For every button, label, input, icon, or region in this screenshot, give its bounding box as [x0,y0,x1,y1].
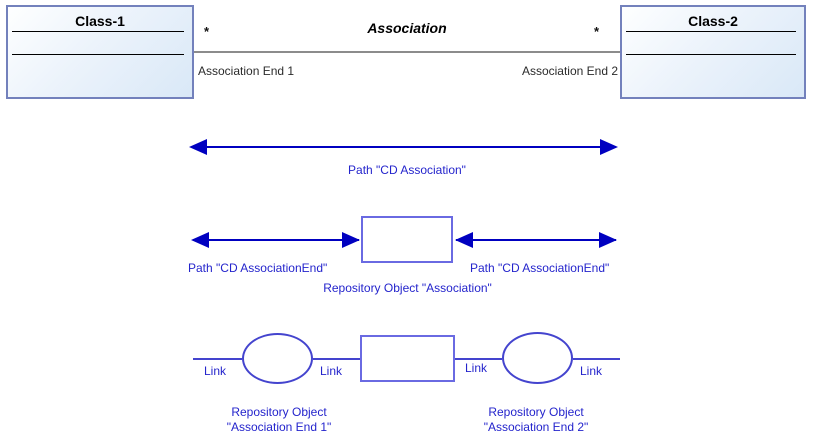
multiplicity-left: * [204,24,210,39]
cd-associationend-right-arrow-line [456,239,616,241]
arrow-head-left-icon [191,232,209,248]
link-label-1: Link [204,364,227,378]
repository-end1-caption: Repository Object "Association End 1" [179,405,379,435]
link-label-3: Link [465,361,488,375]
repository-end2-ellipse [502,332,573,384]
repository-association-rect-bottom [360,335,455,382]
class2-box: Class-2 [620,5,806,99]
repository-end2-caption-line1: Repository Object [488,405,584,419]
association-end1-label: Association End 1 [198,64,295,78]
repository-end1-caption-line2: "Association End 1" [226,420,332,434]
cd-associationend-right-path-label: Path "CD AssociationEnd" [470,261,610,275]
repository-association-rect [361,216,453,263]
class1-attributes-divider [12,31,184,32]
arrow-head-right-icon [600,139,618,155]
arrow-head-left-icon [189,139,207,155]
link-line-segment [313,358,361,360]
class1-box: Class-1 [6,5,194,99]
class2-title: Class-2 [688,13,738,29]
repository-end1-caption-line1: Repository Object [231,405,327,419]
cd-associationend-left-path-label: Path "CD AssociationEnd" [188,261,328,275]
class1-title: Class-1 [75,13,125,29]
association-line [194,51,620,53]
association-name-label: Association [367,20,447,36]
repository-end2-caption-line2: "Association End 2" [483,420,589,434]
link-line-segment [455,358,502,360]
link-line-segment [193,358,242,360]
link-line-segment [573,358,620,360]
class1-operations-divider [12,54,184,55]
link-label-4: Link [580,364,603,378]
link-label-2: Link [320,364,343,378]
repository-end2-caption: Repository Object "Association End 2" [436,405,636,435]
cd-association-path-label: Path "CD Association" [348,163,466,177]
arrow-head-left-icon [455,232,473,248]
arrow-head-right-icon [599,232,617,248]
association-end2-label: Association End 2 [521,64,618,78]
class2-operations-divider [626,54,796,55]
multiplicity-right: * [594,24,600,39]
repository-end1-ellipse [242,333,313,384]
cd-associationend-left-arrow-line [193,239,359,241]
class2-attributes-divider [626,31,796,32]
cd-association-arrow-line [192,146,616,148]
arrow-head-right-icon [342,232,360,248]
repository-association-label: Repository Object "Association" [323,281,492,295]
